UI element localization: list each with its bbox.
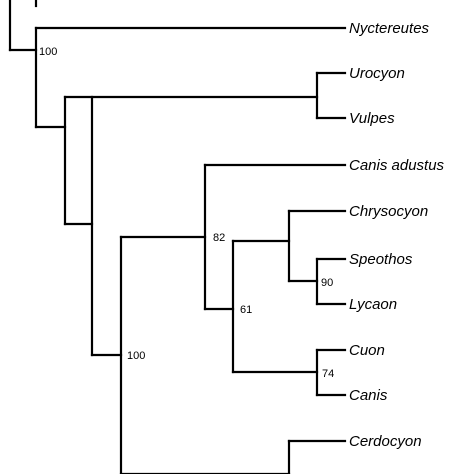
support-value: 61 [240, 304, 252, 316]
taxon-label-chrysocyon: Chrysocyon [349, 203, 428, 220]
taxon-label-cuon: Cuon [349, 342, 385, 359]
taxon-label-canis: Canis [349, 387, 388, 404]
taxon-label-urocyon: Urocyon [349, 65, 405, 82]
taxon-label-vulpes: Vulpes [349, 110, 395, 127]
support-value: 100 [39, 46, 57, 58]
taxon-label-canis-adustus: Canis adustus [349, 157, 445, 174]
taxon-label-speothos: Speothos [349, 251, 413, 268]
support-value: 90 [321, 277, 333, 289]
support-value: 100 [127, 350, 145, 362]
taxon-label-lycaon: Lycaon [349, 296, 397, 313]
taxon-label-cerdocyon: Cerdocyon [349, 433, 422, 450]
support-value: 74 [322, 368, 334, 380]
support-value: 82 [213, 232, 225, 244]
taxon-label-nyctereutes: Nyctereutes [349, 20, 430, 37]
